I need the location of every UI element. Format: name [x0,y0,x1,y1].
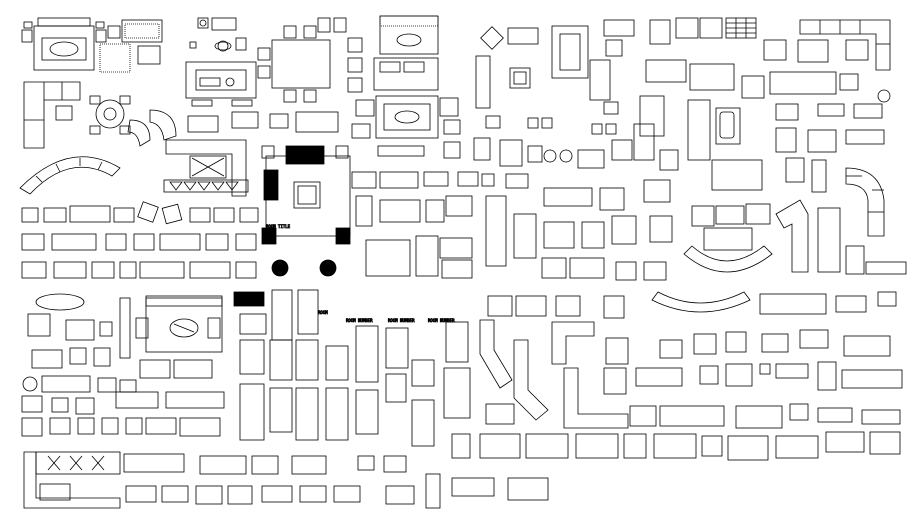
loveseat-grid [21,201,259,279]
tall-cabinet-grid [239,289,471,447]
small-ottoman-row [485,101,619,135]
sectional-pattern [589,17,757,101]
sofa-row [351,157,827,211]
armchair-pair [317,17,363,93]
tall-furniture-units [775,199,907,275]
solid-furniture-blocks [233,145,351,307]
dining-table-six-chairs [257,25,331,103]
room-label: ROOM [318,310,328,315]
living-room-set [185,61,257,107]
l-shaped-sofa [23,81,81,149]
armchair-row [351,97,679,171]
chair-sofa-grid [355,195,773,281]
room-number-label: ROOM NUMBER [428,318,455,323]
bottom-right-seating [451,403,901,461]
angled-sectional [479,295,629,429]
chair-table-cluster [639,59,885,161]
l-shaped-sectional [763,19,891,103]
armchair-group [475,25,589,109]
sofa-with-pillows [373,15,439,139]
sofa-row-bottom [603,291,903,395]
room-title-label: ROOM TITLE [266,224,291,229]
chair-plan [99,25,161,73]
round-table-set [89,95,177,147]
curved-sectional [845,167,885,237]
living-room-set [21,17,107,71]
living-plan-oval-rug [27,293,223,353]
end-table-lamp-set [189,17,247,52]
long-sofa-set [23,451,549,509]
loveseat-pattern [121,19,163,43]
curved-sofa [19,156,121,195]
room-number-label: ROOM NUMBER [346,318,373,323]
l-sofa-with-ottomans [163,111,339,197]
bottom-left-seating [21,297,225,437]
coffee-table-plan: ROOM TITLE [265,155,351,237]
room-number-label: ROOM NUMBER [388,318,415,323]
